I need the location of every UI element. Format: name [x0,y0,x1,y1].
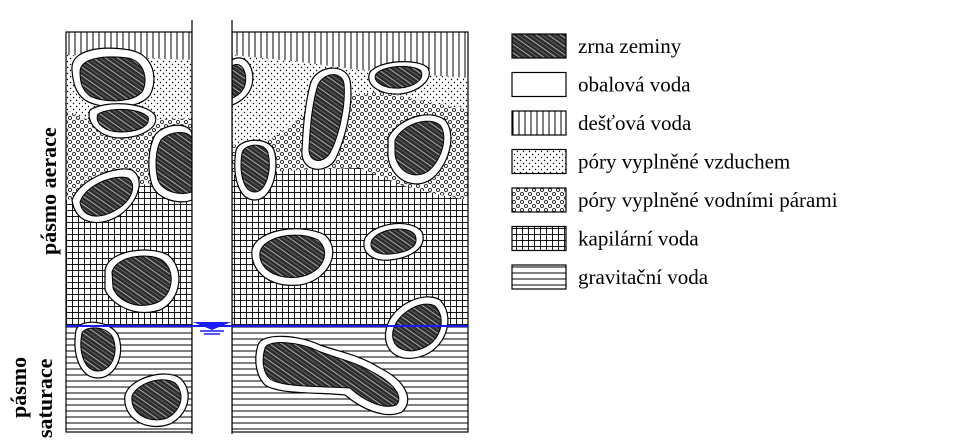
legend-item-capillary-water: kapilární voda [511,225,699,252]
soil-grain [88,103,157,139]
legend-swatch-rain-water [511,110,567,136]
soil-grain [71,168,140,224]
soil-grain [368,61,430,95]
zone-label-saturation-1: pásmo [6,357,31,418]
right-soil-column [232,32,468,432]
legend-swatch-soil-grain [511,33,567,59]
legend-swatch-gravity-water [511,264,567,290]
legend-item-vapor-pores: póry vyplněné vodními párami [511,187,838,213]
soil-grain [148,124,192,203]
left-soil-column [66,32,192,432]
legend: zrna zeminy obalová voda dešťová voda póry … [511,33,838,290]
legend-swatch-vapor-pores [511,187,567,213]
legend-item-rain-water: dešťová voda [511,110,692,136]
soil-grain [232,57,254,106]
soil-grain [387,114,452,185]
well-borehole [192,20,232,434]
legend-item-air-pores: póry vyplněné vzduchem [511,148,790,175]
legend-item-gravity-water: gravitační voda [511,264,709,290]
legend-item-soil-grain: zrna zeminy [511,33,682,59]
soil-grain [363,222,424,261]
soil-grain [251,228,334,286]
water-level-triangle-icon [193,322,231,335]
soil-grain [104,249,180,314]
soil-grain [255,335,409,416]
legend-label-gravity-water: gravitační voda [578,265,709,289]
legend-item-film-water: obalová voda [511,71,691,98]
soil-grain [384,296,449,360]
legend-label-capillary-water: kapilární voda [578,227,699,251]
legend-label-film-water: obalová voda [578,73,691,97]
legend-swatch-air-pores [511,148,567,175]
legend-label-vapor-pores: póry vyplněné vodními párami [578,188,838,212]
legend-swatch-capillary-water [511,225,567,252]
legend-label-soil-grain: zrna zeminy [578,34,682,58]
soil-grain [71,47,155,108]
zone-label-aeration: pásmo aerace [36,127,61,255]
legend-swatch-film-water [511,71,567,98]
soil-grain [74,321,122,379]
soil-grain [301,67,352,170]
legend-label-air-pores: póry vyplněné vzduchem [578,150,790,174]
legend-label-rain-water: dešťová voda [578,111,692,135]
soil-grain [124,373,189,428]
soil-grain [234,139,277,201]
zone-label-saturation-2: saturace [32,358,57,438]
